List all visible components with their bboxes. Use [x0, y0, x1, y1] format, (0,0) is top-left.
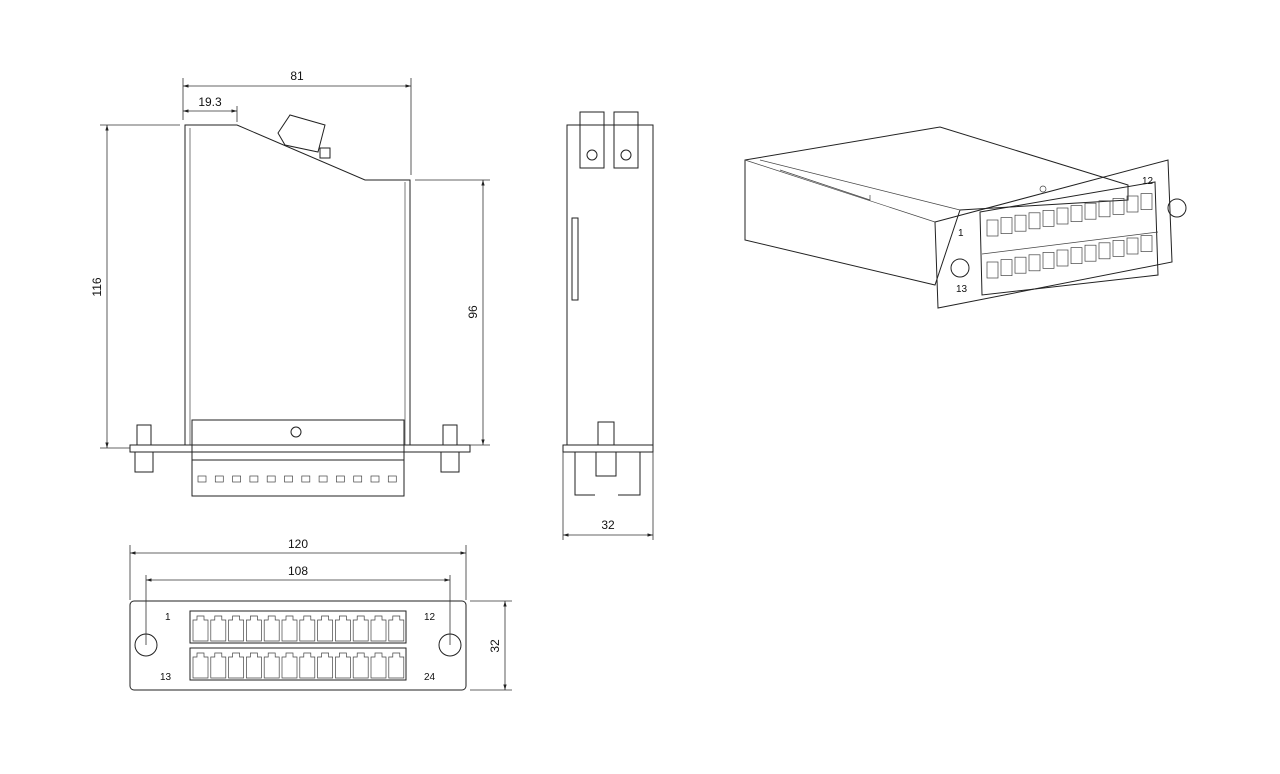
lc-port	[263, 615, 280, 642]
lc-port	[192, 652, 209, 679]
iso-lc-port	[986, 261, 999, 279]
iso-lc-port	[1042, 210, 1055, 227]
lc-port	[246, 652, 262, 679]
lc-port	[317, 652, 333, 679]
iso-lc-port	[1140, 235, 1153, 252]
depth-dimension: 32	[601, 518, 615, 532]
port-tab	[266, 475, 276, 483]
iso-lc-port	[1084, 244, 1097, 262]
adapter-top-left	[579, 111, 605, 169]
offset-dimension: 19.3	[198, 95, 222, 109]
iso-lc-port	[986, 219, 999, 237]
port-label-24: 24	[424, 672, 436, 683]
lc-port	[228, 615, 244, 642]
port-tab	[232, 475, 241, 483]
port-tab	[197, 475, 207, 483]
side-view: 81 19.3 116 96	[90, 69, 490, 497]
iso-lc-port	[1098, 242, 1111, 260]
iso-lc-port	[1112, 198, 1125, 215]
iso-lc-port	[1056, 207, 1069, 225]
hole-spacing-dimension: 108	[288, 564, 308, 578]
lc-port	[281, 615, 298, 642]
iso-lc-port	[1070, 247, 1083, 264]
thumbscrew-left	[134, 424, 154, 473]
iso-thumbscrew-right	[1167, 198, 1187, 218]
lc-port	[299, 652, 316, 679]
isometric-view: 1 12 13	[744, 126, 1187, 309]
iso-label-12: 12	[1142, 176, 1154, 187]
lc-port	[210, 615, 227, 642]
adapter-top-right	[613, 111, 639, 169]
edge-view: 32	[562, 111, 654, 540]
lc-port	[370, 652, 387, 679]
lc-port	[246, 615, 262, 642]
port-tab	[284, 475, 293, 483]
iso-label-13: 13	[956, 284, 968, 295]
lc-port	[335, 652, 351, 679]
width-dimension: 81	[290, 69, 304, 83]
thumbscrew-right	[440, 424, 460, 473]
iso-lc-port	[1140, 193, 1153, 210]
lc-port	[263, 652, 280, 679]
lc-port	[370, 615, 387, 642]
iso-lc-port	[1000, 217, 1013, 234]
port-tab	[214, 475, 224, 483]
iso-label-1: 1	[958, 228, 964, 239]
iso-thumbscrew-left	[950, 258, 970, 278]
iso-lc-port	[1126, 237, 1139, 255]
iso-lc-port	[1028, 212, 1041, 230]
iso-lc-port	[1070, 205, 1083, 222]
iso-lc-port	[1112, 240, 1125, 257]
lc-port	[192, 615, 209, 642]
port-label-13: 13	[160, 672, 172, 683]
mpo-adapter-icon	[277, 114, 331, 159]
height-dimension: 116	[90, 277, 104, 296]
iso-lc-port	[1126, 195, 1139, 213]
lc-port	[281, 652, 298, 679]
port-tab	[301, 475, 311, 483]
iso-lc-port	[1028, 254, 1041, 272]
lc-port	[317, 615, 333, 642]
port-label-1: 1	[165, 612, 171, 623]
inner-height-dimension: 96	[466, 305, 480, 319]
lc-port	[388, 652, 405, 679]
front-view: 1 12 13 24 120 108 32	[129, 537, 512, 691]
iso-lc-port	[1056, 249, 1069, 267]
iso-lc-port	[1098, 200, 1111, 218]
iso-lc-port	[1084, 202, 1097, 220]
port-tab	[370, 475, 380, 483]
lc-port	[388, 615, 405, 642]
iso-lc-port	[1000, 259, 1013, 276]
lc-port	[299, 615, 316, 642]
iso-lc-port	[1042, 252, 1055, 269]
iso-lc-port	[1014, 256, 1027, 274]
front-height-dimension: 32	[488, 639, 502, 653]
port-tab	[387, 475, 397, 483]
port-tab	[249, 475, 259, 483]
port-label-12: 12	[424, 612, 436, 623]
total-width-dimension: 120	[288, 537, 308, 551]
lc-port	[352, 615, 369, 642]
port-tab	[318, 475, 328, 483]
lc-port	[210, 652, 227, 679]
screw-icon	[290, 426, 302, 438]
lc-port	[228, 652, 244, 679]
iso-lc-port	[1014, 214, 1027, 232]
port-tab	[336, 475, 345, 483]
lc-port	[335, 615, 351, 642]
lc-port	[352, 652, 369, 679]
port-tab	[353, 475, 363, 483]
